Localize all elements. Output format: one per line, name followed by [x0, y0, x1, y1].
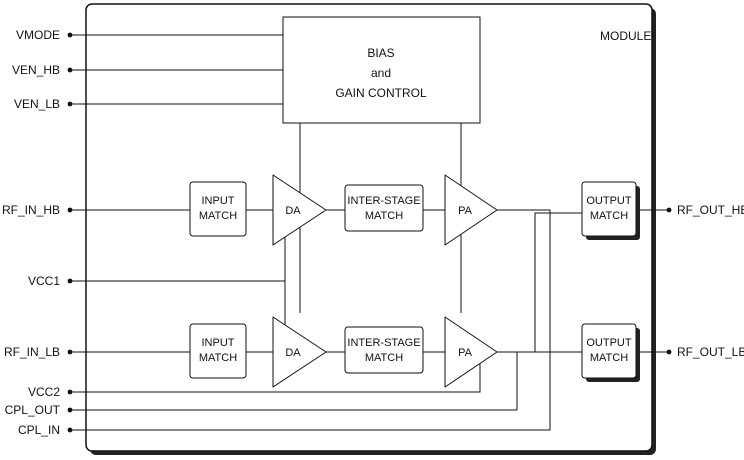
pin-label-cpl-out: CPL_OUT [5, 403, 61, 417]
hb-ism-label-2: MATCH [365, 210, 403, 222]
hb-output-match: OUTPUT MATCH [581, 181, 640, 240]
pin-dot-ven-hb [67, 67, 73, 73]
hb-output-match-label-2: MATCH [590, 210, 628, 222]
pin-dot-vcc2 [67, 389, 73, 395]
lb-da-label: DA [285, 347, 301, 359]
lb-output-match-label-1: OUTPUT [586, 337, 632, 349]
lb-ism-label-2: MATCH [365, 352, 403, 364]
lb-input-match-label-1: INPUT [202, 337, 235, 349]
bias-block [282, 16, 481, 124]
pin-label-rf-in-lb: RF_IN_LB [4, 345, 60, 359]
pin-dot-cpl-out [67, 407, 73, 413]
hb-output-match-label-1: OUTPUT [586, 195, 632, 207]
hb-da-amplifier: DA [272, 174, 327, 246]
lb-pa-label: PA [458, 347, 473, 359]
pin-label-vcc2: VCC2 [28, 385, 60, 399]
pin-dot-vmode [67, 32, 73, 38]
wire-vcc2 [70, 362, 481, 393]
pin-dot-cpl-in [67, 427, 73, 433]
lb-output-match-label-2: MATCH [590, 352, 628, 364]
pin-label-ven-lb: VEN_LB [14, 97, 60, 111]
pin-label-rf-in-hb: RF_IN_HB [2, 203, 60, 217]
lb-output-match: OUTPUT MATCH [581, 323, 640, 382]
pin-dot-rf-in-hb [67, 207, 73, 213]
pin-dot-ven-lb [67, 101, 73, 107]
wire-hb-pa-out [70, 209, 551, 431]
pin-label-cpl-in: CPL_IN [18, 423, 60, 437]
hb-pa-label: PA [458, 205, 473, 217]
pin-dot-rf-out-hb [666, 207, 672, 213]
lb-da-amplifier: DA [272, 316, 327, 388]
module-label: MODULE [600, 29, 651, 43]
pin-dot-vcc1 [67, 278, 73, 284]
pin-dot-rf-out-lb [666, 349, 672, 355]
pin-dot-rf-in-lb [67, 349, 73, 355]
pin-label-vcc1: VCC1 [28, 274, 60, 288]
lb-ism-label-1: INTER-STAGE [347, 337, 420, 349]
pin-label-ven-hb: VEN_HB [12, 63, 60, 77]
bias-label-1: BIAS [367, 46, 394, 60]
bias-label-2: and [371, 66, 391, 80]
pin-label-rf-out-lb: RF_OUT_LB [677, 345, 744, 359]
hb-da-label: DA [285, 205, 301, 217]
lb-input-match: INPUT MATCH [189, 323, 247, 379]
lb-pa-amplifier: PA [444, 316, 498, 388]
pin-label-rf-out-hb: RF_OUT_HB [677, 203, 744, 217]
lb-inter-stage-match: INTER-STAGE MATCH [344, 326, 424, 374]
hb-input-match: INPUT MATCH [189, 181, 247, 237]
hb-pa-amplifier: PA [444, 174, 498, 246]
bias-label-3: GAIN CONTROL [335, 86, 427, 100]
hb-ism-label-1: INTER-STAGE [347, 195, 420, 207]
hb-input-match-label-2: MATCH [199, 210, 237, 222]
hb-input-match-label-1: INPUT [202, 195, 235, 207]
lb-input-match-label-2: MATCH [199, 352, 237, 364]
hb-inter-stage-match: INTER-STAGE MATCH [344, 184, 424, 232]
pin-label-vmode: VMODE [16, 28, 60, 42]
